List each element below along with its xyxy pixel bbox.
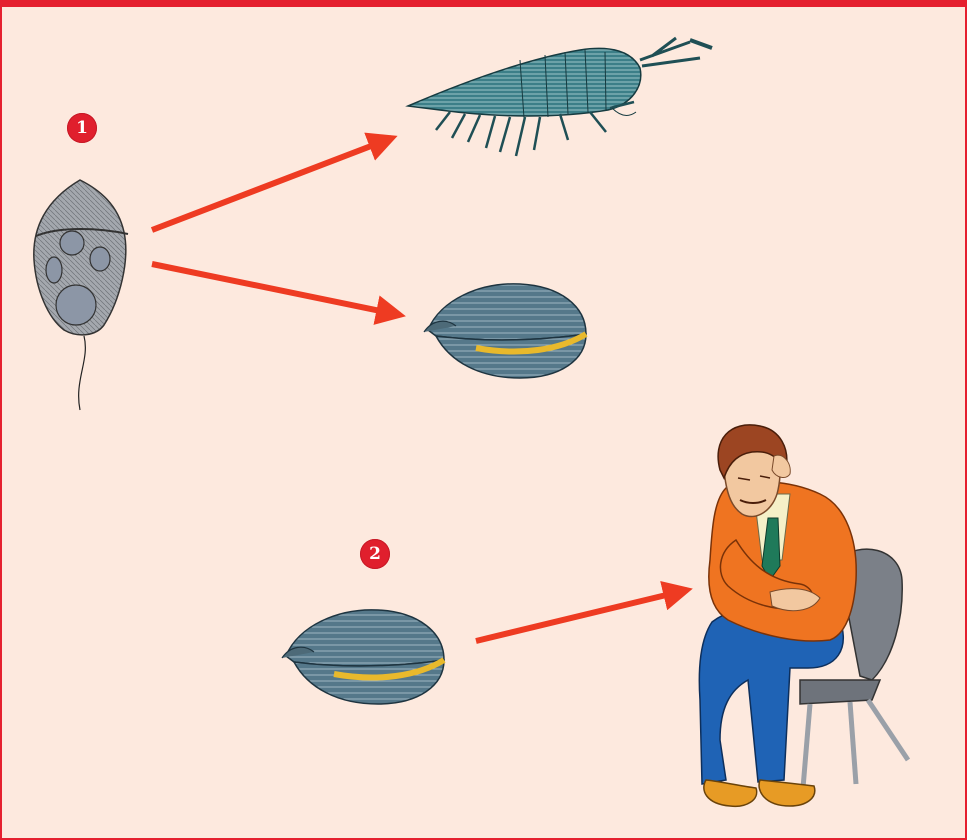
step-2-badge: 2 <box>360 539 390 569</box>
clam-icon <box>424 284 586 378</box>
step-1-badge: 1 <box>67 113 97 143</box>
arrow-to-clam <box>152 264 400 315</box>
dinoflagellate-icon <box>34 180 128 410</box>
person-sick-icon <box>699 425 908 806</box>
krill-icon <box>408 38 712 156</box>
arrow-to-krill <box>152 138 392 230</box>
arrow-to-person <box>476 590 687 641</box>
clam-icon <box>282 610 444 704</box>
